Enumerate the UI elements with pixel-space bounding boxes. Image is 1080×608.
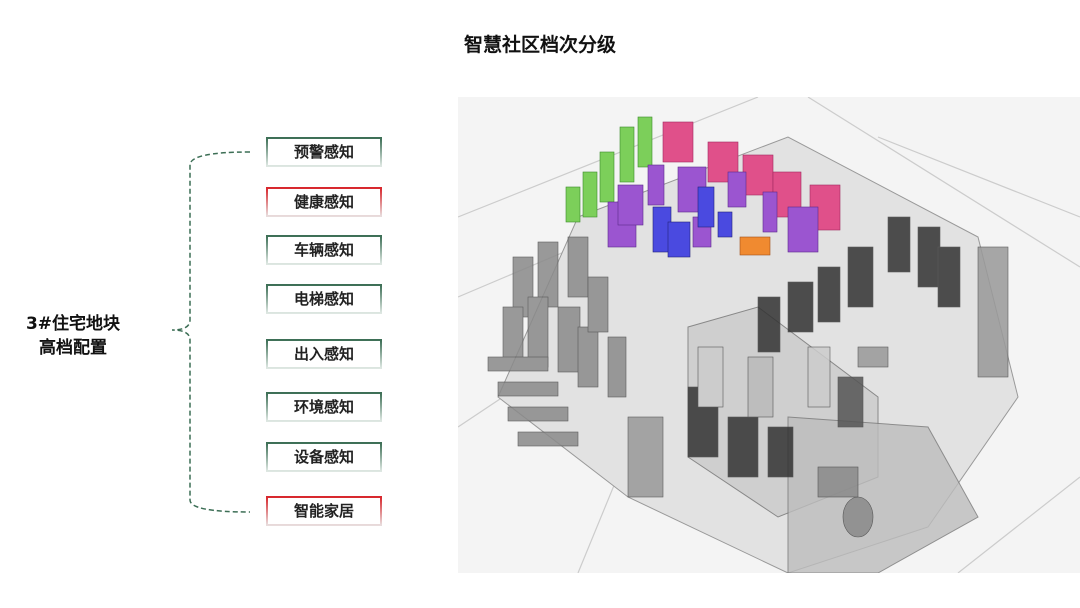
feature-box-access: 出入感知	[266, 339, 382, 369]
feature-box-smart-home: 智能家居	[266, 496, 382, 526]
page-title: 智慧社区档次分级	[463, 34, 616, 56]
feature-box-elevator: 电梯感知	[266, 284, 382, 314]
feature-box-equipment: 设备感知	[266, 442, 382, 472]
community-3d-model	[458, 97, 1080, 573]
feature-box-health: 健康感知	[266, 187, 382, 217]
feature-box-warning: 预警感知	[266, 137, 382, 167]
bracket	[171, 151, 251, 513]
plot-label-line2: 高档配置	[39, 338, 107, 358]
green-buildings	[565, 116, 653, 223]
feature-box-vehicle: 车辆感知	[266, 235, 382, 265]
grey-buildings	[487, 216, 1009, 538]
plot-label-line1: 3#住宅地块	[25, 314, 121, 334]
blue-buildings	[652, 186, 733, 258]
orange-building	[739, 236, 771, 256]
plot-label: 3#住宅地块 高档配置	[18, 312, 128, 360]
feature-box-environment: 环境感知	[266, 392, 382, 422]
